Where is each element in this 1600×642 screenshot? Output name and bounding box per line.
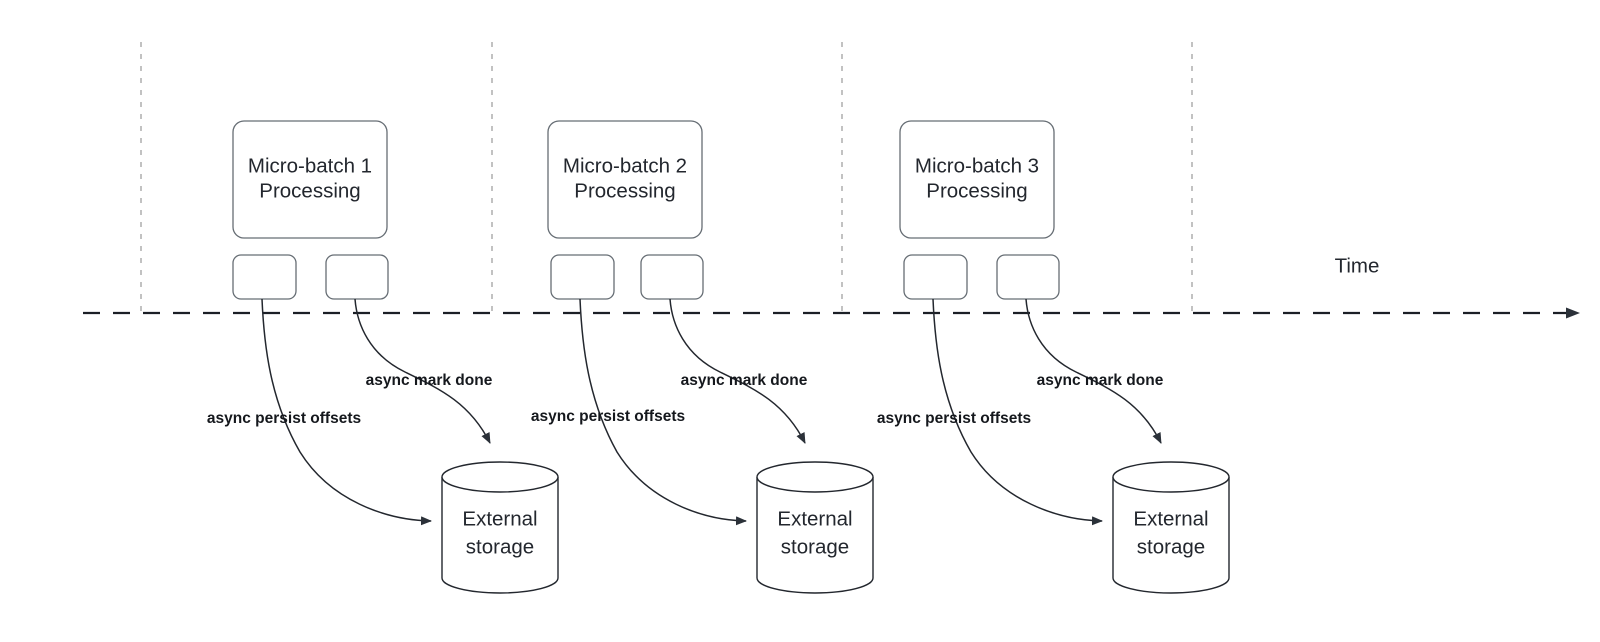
process-box-1-label-line1: Micro-batch 1 bbox=[248, 154, 372, 177]
task-box-1-right[interactable] bbox=[325, 254, 389, 300]
task-box-1-left[interactable] bbox=[232, 254, 297, 300]
persist-offsets-arrow-3 bbox=[932, 298, 1103, 526]
storage-label-3-line2: storage bbox=[1137, 535, 1205, 558]
process-box-3[interactable] bbox=[899, 120, 1055, 239]
persist-offsets-label-1: async persist offsets bbox=[207, 410, 361, 427]
process-box-2[interactable] bbox=[547, 120, 703, 239]
task-box-2-right[interactable] bbox=[640, 254, 704, 300]
storage-cylinder-2-body bbox=[756, 477, 874, 594]
mark-done-arrow-2 bbox=[669, 298, 806, 444]
micro-batch-group-3: Micro-batch 3 Processing async persist o… bbox=[877, 120, 1230, 594]
process-box-3-label-line1: Micro-batch 3 bbox=[915, 154, 1039, 177]
mark-done-label-1: async mark done bbox=[366, 372, 493, 389]
process-box-2-label-line1: Micro-batch 2 bbox=[563, 154, 687, 177]
process-box-3-label-line2: Processing bbox=[926, 179, 1027, 202]
process-box-1[interactable] bbox=[232, 120, 388, 239]
storage-label-2-line1: External bbox=[777, 507, 852, 530]
time-axis-arrowhead bbox=[1566, 307, 1580, 319]
batch-boundary-gridlines bbox=[140, 42, 1193, 316]
storage-cylinder-1-top[interactable] bbox=[441, 461, 559, 493]
persist-offsets-label-3: async persist offsets bbox=[877, 410, 1031, 427]
task-box-3-left[interactable] bbox=[903, 254, 968, 300]
task-box-3-right[interactable] bbox=[996, 254, 1060, 300]
storage-label-2-line2: storage bbox=[781, 535, 849, 558]
process-box-1-label-line2: Processing bbox=[259, 179, 360, 202]
mark-done-label-2: async mark done bbox=[681, 372, 808, 389]
storage-label-1-line2: storage bbox=[466, 535, 534, 558]
mark-done-arrow-1 bbox=[354, 298, 491, 444]
storage-cylinder-3-top[interactable] bbox=[1112, 461, 1230, 493]
time-axis: Time bbox=[83, 254, 1580, 319]
persist-offsets-arrow-1 bbox=[261, 298, 432, 526]
mark-done-arrow-3 bbox=[1025, 298, 1162, 444]
time-axis-label: Time bbox=[1335, 254, 1380, 277]
storage-label-1-line1: External bbox=[462, 507, 537, 530]
process-box-2-label-line2: Processing bbox=[574, 179, 675, 202]
storage-cylinder-2-top[interactable] bbox=[756, 461, 874, 493]
persist-offsets-label-2: async persist offsets bbox=[531, 408, 685, 425]
storage-cylinder-1-body bbox=[441, 477, 559, 594]
storage-label-3-line1: External bbox=[1133, 507, 1208, 530]
persist-offsets-arrow-2 bbox=[579, 298, 747, 526]
mark-done-label-3: async mark done bbox=[1037, 372, 1164, 389]
task-box-2-left[interactable] bbox=[550, 254, 615, 300]
micro-batch-group-2: Micro-batch 2 Processing async persist o… bbox=[531, 120, 874, 594]
micro-batch-group-1: Micro-batch 1 Processing async persist o… bbox=[207, 120, 559, 594]
storage-cylinder-3-body bbox=[1112, 477, 1230, 594]
